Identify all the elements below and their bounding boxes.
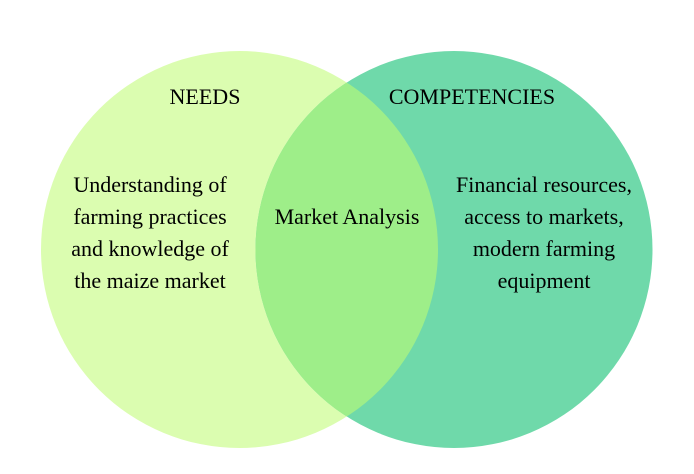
needs-line: farming practices <box>73 204 227 229</box>
needs-line: Understanding of <box>73 172 227 197</box>
needs-description: Understanding of farming practices and k… <box>40 169 260 297</box>
competencies-line: equipment <box>497 268 591 293</box>
overlap-label: Market Analysis <box>274 204 420 229</box>
competencies-line: access to markets, <box>464 204 624 229</box>
overlap-region <box>255 51 438 448</box>
needs-title: NEEDS <box>169 84 241 109</box>
competencies-line: Financial resources, <box>456 172 632 197</box>
competencies-title: COMPETENCIES <box>388 84 556 109</box>
needs-line: the maize market <box>74 268 226 293</box>
competencies-line: modern farming <box>472 236 616 261</box>
needs-line: and knowledge of <box>71 236 229 261</box>
competencies-description: Financial resources, access to markets, … <box>434 169 654 297</box>
